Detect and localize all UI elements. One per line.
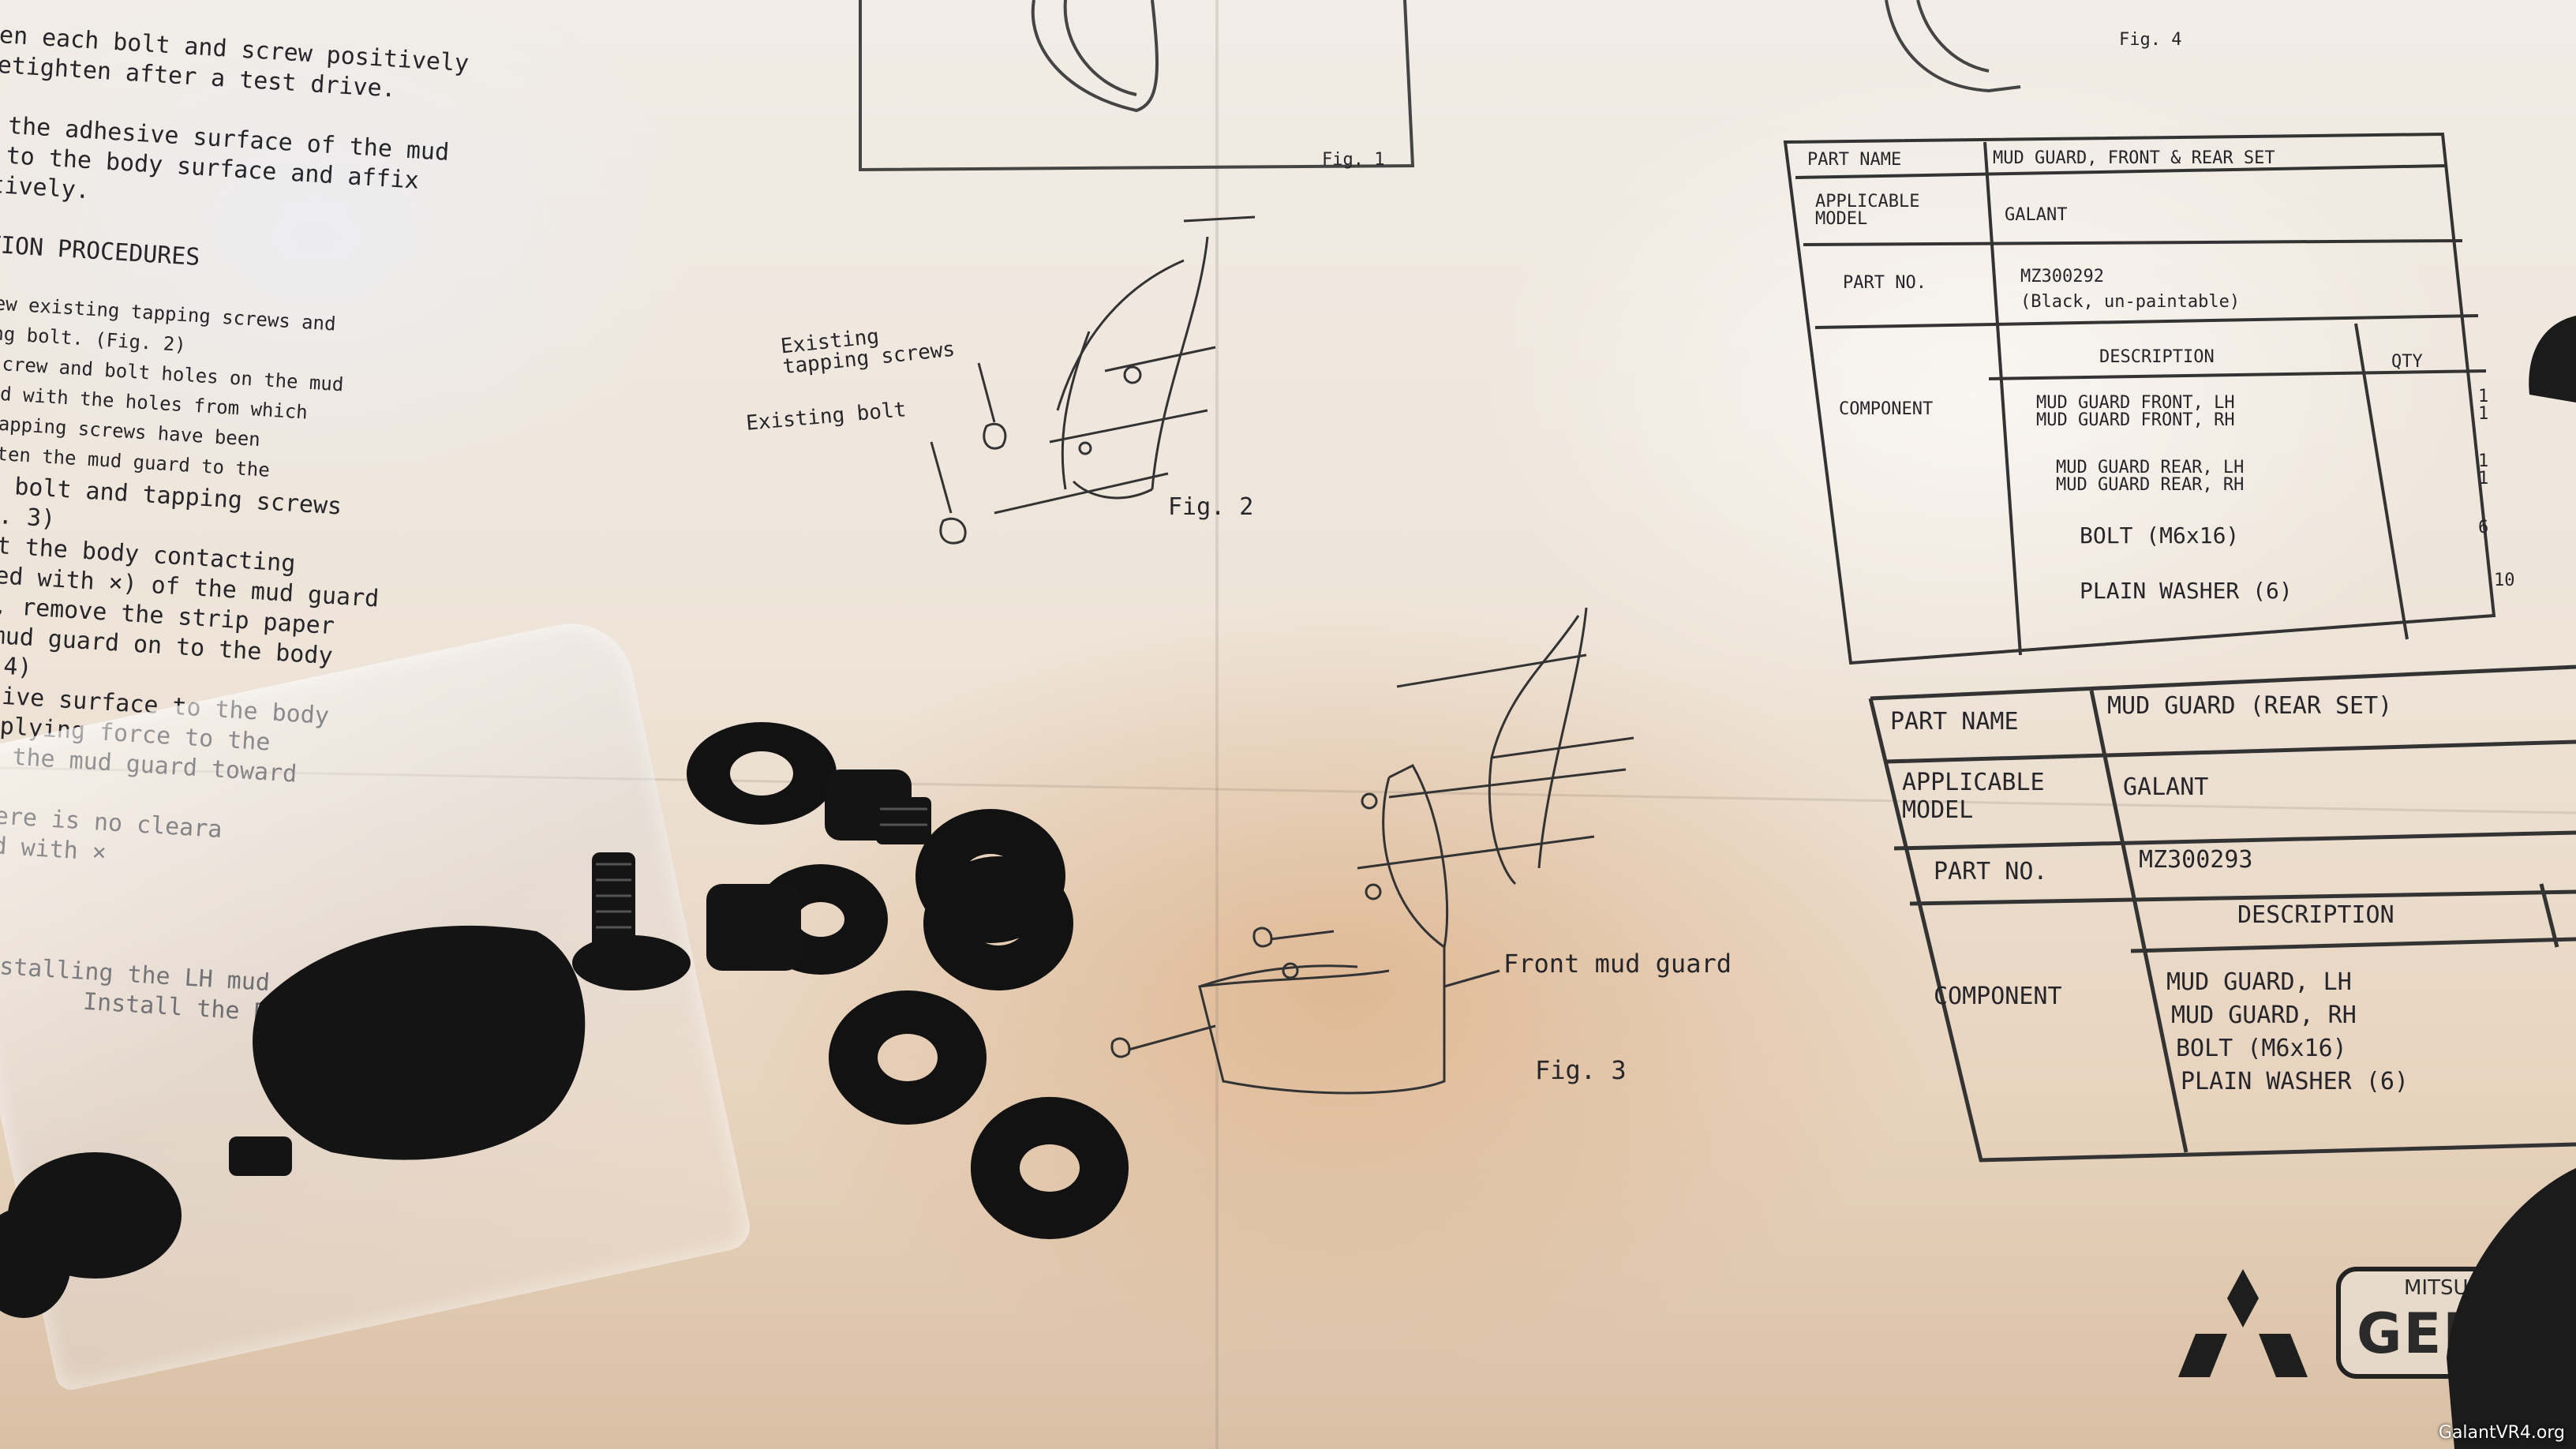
t1-component-name: MUD GUARD REAR, LH (2056, 458, 2245, 477)
bolt (0, 1208, 71, 1318)
t1-component-name: PLAIN WASHER (6) (2080, 578, 2293, 604)
bolt (572, 935, 691, 990)
bolts (0, 769, 931, 1318)
t2-component-name: MUD GUARD, LH (2166, 968, 2352, 996)
t1-component-qty: 6 (2478, 518, 2489, 537)
t2-description-header: DESCRIPTION (2237, 901, 2394, 929)
t2-part-no-label: PART NO. (1934, 858, 2048, 886)
t2-applicable-model-label: APPLICABLE MODEL (1902, 769, 2045, 824)
t1-qty-header: QTY (2391, 352, 2423, 372)
fig2-label: Fig. 2 (1168, 493, 1254, 521)
t1-component-qty: 1 (2478, 451, 2489, 471)
fig4-drawing (1885, 0, 2021, 93)
mitsubishi-logo (2178, 1269, 2308, 1377)
t2-component-name: BOLT (M6x16) (2176, 1035, 2347, 1062)
t2-applicable-model-value: GALANT (2123, 773, 2209, 801)
front-mud-guard-label: Front mud guard (1503, 949, 1732, 979)
t2-component-name: PLAIN WASHER (6) (2181, 1068, 2409, 1095)
fig3-label: Fig. 3 (1535, 1055, 1627, 1085)
t1-description-header: DESCRIPTION (2099, 347, 2215, 367)
t1-component-name: MUD GUARD REAR, RH (2056, 475, 2245, 495)
t1-component-qty: 1 (2478, 387, 2489, 406)
t1-component-qty: 10 (2494, 571, 2515, 590)
table-rear-grid (1868, 665, 2576, 1163)
t2-part-name-label: PART NAME (1890, 708, 2019, 736)
t1-part-no-value: MZ300292 (2020, 267, 2104, 286)
t2-component-label: COMPONENT (1934, 983, 2062, 1010)
bolt (706, 884, 801, 971)
t1-component-qty: 1 (2478, 469, 2489, 489)
washer (687, 722, 837, 825)
bolt (229, 1136, 292, 1176)
t1-component-name: MUD GUARD FRONT, LH (2036, 393, 2235, 413)
t1-component-name: BOLT (M6x16) (2080, 522, 2240, 549)
fig4-label: Fig. 4 (2119, 30, 2182, 50)
t1-component-name: MUD GUARD FRONT, RH (2036, 410, 2235, 430)
t1-part-name-label: PART NAME (1807, 150, 1902, 170)
table-front-rear-grid (1783, 132, 2496, 665)
t1-part-no-note: (Black, un-paintable) (2020, 292, 2241, 312)
dark-object-right (2447, 316, 2576, 1449)
bolt (876, 797, 931, 844)
washer (970, 1096, 1129, 1240)
t1-component-qty: 1 (2478, 404, 2489, 424)
fig1-drawing (859, 0, 1415, 172)
t2-component-name: MUD GUARD, RH (2171, 1002, 2357, 1029)
genuine-badge-top-text: MITSU (2404, 1276, 2469, 1300)
t2-part-no-value: MZ300293 (2139, 846, 2253, 874)
washer (923, 856, 1073, 990)
t1-component-label: COMPONENT (1839, 399, 1934, 419)
fig3-drawing (1110, 607, 1634, 1095)
fold-crease-vertical (1215, 0, 1219, 1449)
t2-part-name-value: MUD GUARD (REAR SET) (2107, 692, 2393, 720)
t1-part-name-value: MUD GUARD, FRONT & REAR SET (1993, 148, 2275, 168)
fig1-label: Fig. 1 (1322, 150, 1385, 170)
site-watermark: GalantVR4.org (2438, 1423, 2565, 1443)
t1-applicable-model-label: APPLICABLE MODEL (1815, 192, 1920, 229)
washer (829, 990, 987, 1125)
fig2-drawing (930, 215, 1256, 545)
t1-part-no-label: PART NO. (1843, 273, 1926, 293)
bolt-cluster (253, 925, 586, 1160)
bolt-threads (596, 807, 927, 929)
t1-applicable-model-value: GALANT (2005, 205, 2068, 225)
